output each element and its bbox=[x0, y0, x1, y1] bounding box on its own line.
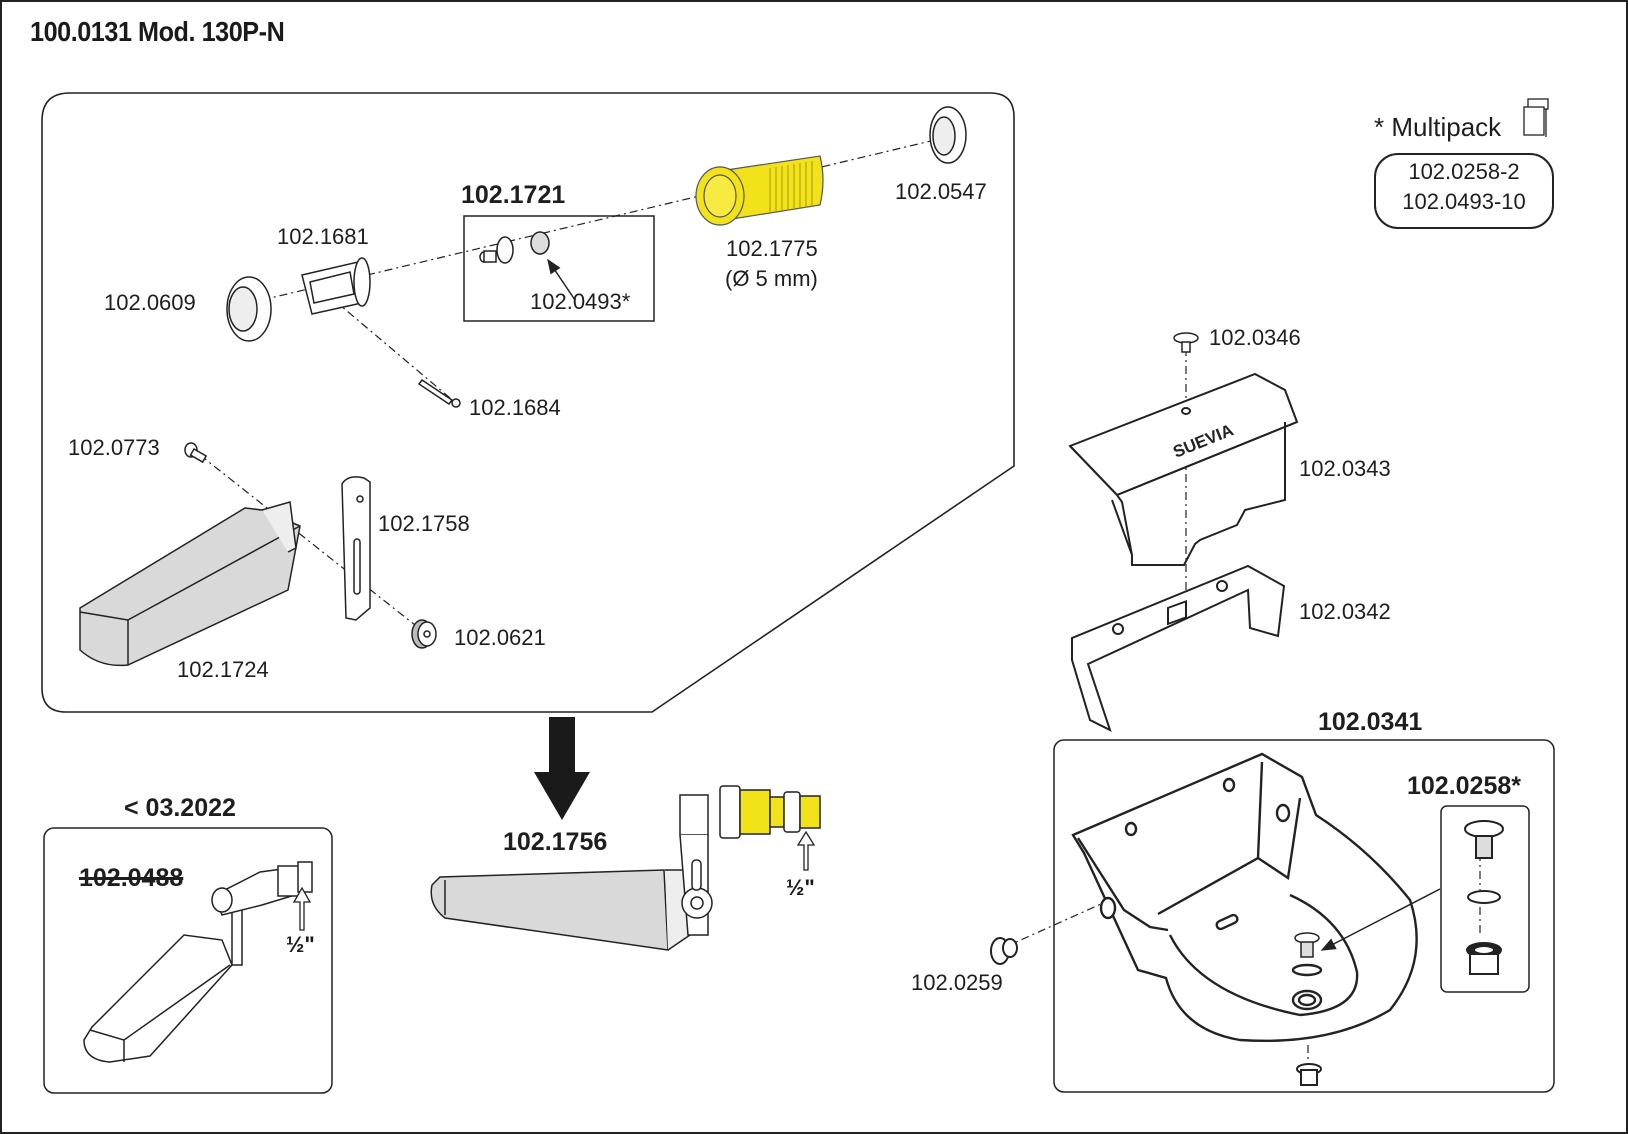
pin-label: 102.1684 bbox=[469, 395, 561, 420]
plug-icon bbox=[990, 937, 1018, 965]
cover-label: 102.0343 bbox=[1299, 456, 1391, 481]
bracket-label: 102.0342 bbox=[1299, 599, 1391, 624]
nozzle-note: (Ø 5 mm) bbox=[725, 266, 818, 291]
page-title: 100.0131 Mod. 130P-N bbox=[30, 16, 285, 47]
plug-label: 102.0259 bbox=[911, 970, 1003, 995]
cover-screw-label: 102.0346 bbox=[1209, 325, 1301, 350]
brass-nozzle-icon bbox=[695, 155, 824, 226]
replacement-arrow-icon bbox=[534, 717, 590, 820]
thread-size-arrow-icon bbox=[796, 830, 816, 871]
valve-body-icon bbox=[301, 257, 371, 315]
drain-screw-icon bbox=[1294, 932, 1320, 958]
seal-pointer-arrow bbox=[547, 258, 576, 301]
bowl-box bbox=[1053, 739, 1555, 1093]
bowl-label: 102.0341 bbox=[1318, 708, 1423, 736]
legacy-box bbox=[43, 827, 333, 1094]
cover-plate-icon bbox=[1068, 372, 1299, 566]
legacy-thread-size: ½" bbox=[286, 932, 315, 957]
seal-icon bbox=[530, 231, 550, 255]
mounting-bracket-icon bbox=[1071, 564, 1286, 732]
screw-icon bbox=[184, 442, 208, 464]
nut-left-label: 102.0609 bbox=[104, 290, 196, 315]
lever-label: 102.1758 bbox=[378, 511, 470, 536]
drain-kit-label: 102.0258* bbox=[1407, 772, 1522, 800]
float-label: 102.1724 bbox=[177, 657, 269, 682]
cover-screw-icon bbox=[1173, 332, 1199, 353]
nozzle-label: 102.1775 bbox=[726, 236, 818, 261]
valve-insert-icon bbox=[479, 236, 514, 264]
replacement-float-valve-icon bbox=[430, 785, 821, 951]
legacy-part-label: 102.0488 bbox=[79, 864, 184, 892]
valve-panel-outline bbox=[41, 92, 1015, 713]
legacy-date-label: < 03.2022 bbox=[124, 794, 236, 822]
screw-label: 102.0773 bbox=[68, 435, 160, 460]
valve-insert-label: 102.1721 bbox=[461, 181, 566, 209]
replacement-valve-label: 102.1756 bbox=[503, 828, 608, 856]
multipack-list: 102.0258-2 102.0493-10 bbox=[1374, 153, 1554, 229]
drinking-bowl-icon bbox=[1071, 752, 1418, 1043]
thread-size-arrow-icon bbox=[292, 886, 312, 931]
multipack-item: 102.0493-10 bbox=[1402, 189, 1526, 214]
drain-kit-pointer-arrow bbox=[1320, 888, 1441, 951]
legacy-float-valve-icon bbox=[83, 861, 313, 1063]
lever-arm-icon bbox=[341, 476, 371, 621]
pin-icon bbox=[417, 378, 461, 408]
replacement-thread-size: ½" bbox=[786, 875, 815, 900]
float-icon bbox=[79, 501, 301, 667]
drain-kit-icon bbox=[1464, 820, 1504, 975]
hex-nut-icon bbox=[226, 276, 272, 342]
hex-nut-icon bbox=[929, 106, 967, 164]
lever-nut-label: 102.0621 bbox=[454, 625, 546, 650]
lever-nut-icon bbox=[411, 619, 437, 649]
multipack-icon bbox=[1523, 98, 1549, 137]
multipack-item: 102.0258-2 bbox=[1408, 159, 1520, 184]
assembly-axis-lines bbox=[199, 139, 1481, 1065]
nut-right-label: 102.0547 bbox=[895, 179, 987, 204]
multipack-heading: * Multipack bbox=[1374, 112, 1502, 142]
seal-label: 102.0493* bbox=[530, 289, 631, 314]
valve-body-label: 102.1681 bbox=[277, 224, 369, 249]
bottom-nut-icon bbox=[1296, 1063, 1322, 1086]
valve-insert-box bbox=[463, 215, 655, 322]
drain-kit-box bbox=[1440, 805, 1530, 993]
